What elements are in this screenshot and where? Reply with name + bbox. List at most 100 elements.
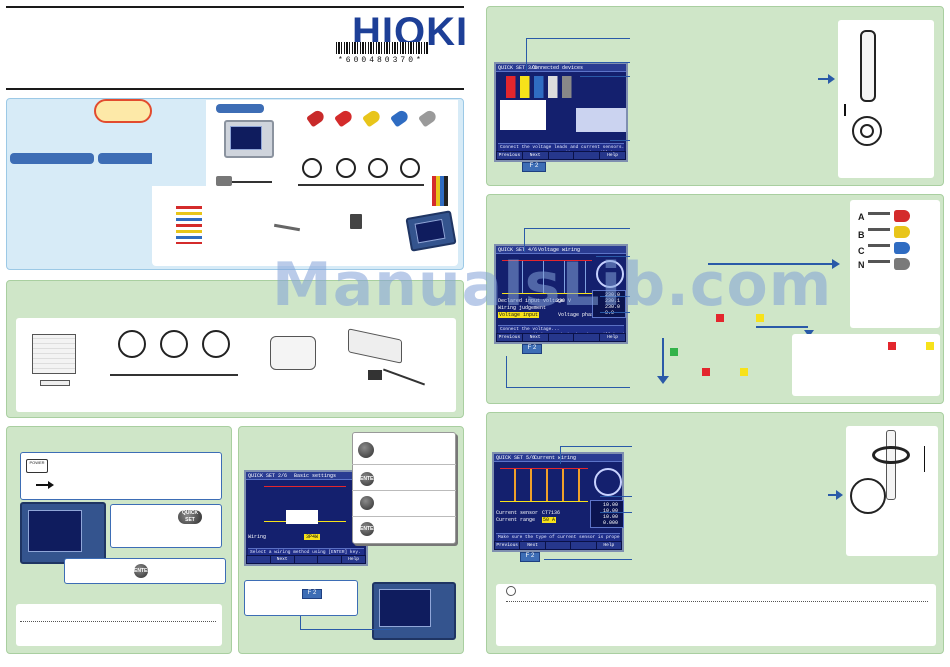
- sensor-probe-end-inner: [860, 124, 874, 138]
- vw-return-line-v: [506, 356, 507, 388]
- cw-callout-line-2: [600, 496, 632, 497]
- vs-fkey-3: [548, 152, 574, 159]
- clip-yellow: [894, 226, 910, 238]
- busbar: [868, 212, 890, 272]
- ac-adapter: [216, 176, 232, 186]
- lightbulb-icon: [506, 586, 516, 596]
- legend-divider-1: [352, 464, 456, 465]
- cw-readings: 10.00 10.00 10.00 0.000: [590, 500, 624, 528]
- cw-sensor-label: Current sensor: [496, 510, 539, 516]
- flex-sensor-2: [160, 330, 188, 358]
- vw-branch-line: [756, 326, 808, 328]
- basic-wiring-value: 3P4W: [304, 534, 321, 540]
- carrying-case: [32, 334, 76, 374]
- vs-topbar: [496, 64, 626, 72]
- cw-wiring-diagram: [500, 468, 588, 502]
- power-callout: [20, 452, 222, 500]
- cw-topbar: [494, 454, 622, 462]
- vw-callout-line-1: [524, 228, 630, 229]
- vw-title: Voltage wiring: [538, 247, 581, 253]
- color-marker-bands: [176, 206, 202, 244]
- vw-wiring-diagram: [502, 260, 592, 294]
- vs-msg-1: Connect the voltage leads and current se…: [500, 145, 624, 150]
- vw-msg-1: Connect the voltage...: [500, 327, 560, 332]
- basic-fkey-2: Next: [270, 556, 294, 563]
- vs-callout-line-1v: [526, 38, 527, 72]
- status-green: [670, 348, 678, 356]
- clip-red: [894, 210, 910, 222]
- cw-arrow-right: [828, 494, 838, 496]
- vw-nominal-value: 230 V: [556, 298, 572, 304]
- cw-fkey-1: Previous: [495, 542, 520, 549]
- enter-key-icon-2: ENTER: [360, 472, 377, 486]
- vs-fkeys: Previous Next Help: [496, 151, 626, 160]
- cw-fkey-4: [571, 542, 596, 549]
- vw-branch-arrow-head: [804, 330, 814, 337]
- f2-key-tag-basic: F 2: [302, 589, 322, 599]
- basic-fkey-5: Help: [342, 556, 365, 563]
- vs-header: QUICK SET 3/6: [498, 65, 538, 71]
- case-strap: [40, 380, 70, 386]
- sensor-probe-body: [860, 30, 876, 102]
- vw-callout-line-3: [600, 296, 630, 297]
- basic-settings-screen: QUICK SET 2/6 Basic settings Wiring 3P4W…: [244, 470, 368, 566]
- up-down-keys-icon: [360, 496, 374, 510]
- cursor-keys-icon: [358, 442, 374, 458]
- vs-fkey-1: Previous: [497, 152, 522, 159]
- quick-set-key-icon: QUICK SET: [178, 510, 202, 524]
- section-tab-2: [98, 153, 178, 164]
- current-direction-arrow: [924, 446, 925, 472]
- vs-fkey-2: Next: [522, 152, 548, 159]
- f2-callout: [244, 580, 358, 616]
- vs-popup: [500, 100, 546, 130]
- sensor-cords: [298, 184, 424, 186]
- instrument-front-lcd: [28, 510, 82, 552]
- current-wiring-screen: QUICK SET 5/6 Current wiring Current sen…: [492, 452, 624, 552]
- power-switch-label: POWER: [29, 460, 45, 465]
- cw-reading-2: 10.00: [603, 508, 619, 514]
- vw-topbar: [496, 246, 626, 254]
- instrument-front-2-lcd: [379, 589, 431, 627]
- cw-reading-4: 0.000: [603, 520, 619, 526]
- legend-divider-3: [352, 516, 456, 517]
- options-box: [16, 318, 456, 412]
- vw-readings: 230.0 230.1 230.0 0.0: [592, 290, 626, 318]
- basic-topbar: [246, 472, 366, 480]
- cw-header: QUICK SET 5/6: [496, 455, 536, 461]
- current-sensor-3: [368, 158, 388, 178]
- cw-note-dotted-line: [506, 601, 928, 602]
- vw-fkey-5: Help: [600, 334, 625, 341]
- quickset-callout: [110, 504, 222, 548]
- basic-fkeys: Next Help: [246, 555, 366, 564]
- instrument-lcd: [230, 126, 262, 150]
- vw-nominal-label: Declared input voltage: [498, 298, 565, 304]
- clip-grey: [894, 258, 910, 270]
- contents-header-tab: [216, 104, 264, 113]
- cw-arrow-right-head: [836, 490, 843, 500]
- cw-note-box: [496, 584, 936, 646]
- voltage-wiring-screen: QUICK SET 4/6 Voltage wiring Declared in…: [494, 244, 628, 344]
- contents-cutout: [152, 100, 206, 186]
- phase-label-c: C: [858, 246, 865, 256]
- basic-fkey-4: [318, 556, 342, 563]
- power-switch-icon: POWER: [26, 459, 48, 473]
- f2-key-tag-vw: F 2: [522, 344, 542, 354]
- cw-fkey-2: Next: [520, 542, 545, 549]
- flex-cords: [110, 374, 238, 376]
- vw-fkeys: Previous Next Help: [496, 333, 626, 342]
- basic-fkey-3: [294, 556, 318, 563]
- arrow-right-icon: [36, 484, 50, 486]
- battery-connector: [368, 370, 382, 380]
- f2-connector-line-h: [300, 629, 392, 630]
- vs-diagram-card: [838, 20, 934, 178]
- callout-badge: [94, 99, 152, 123]
- vw-reading-2: 230.1: [605, 298, 621, 304]
- cw-fkeys: Previous Next Help: [494, 541, 622, 550]
- vw-return-line-h: [506, 387, 630, 388]
- basic-fkey-1: [247, 556, 270, 563]
- vw-fkey-3: [548, 334, 574, 341]
- section-tab-1: [10, 153, 94, 164]
- cw-callout-line-1: [560, 446, 632, 447]
- status-red-2: [702, 368, 710, 376]
- vw-reading-3: 230.0: [605, 304, 621, 310]
